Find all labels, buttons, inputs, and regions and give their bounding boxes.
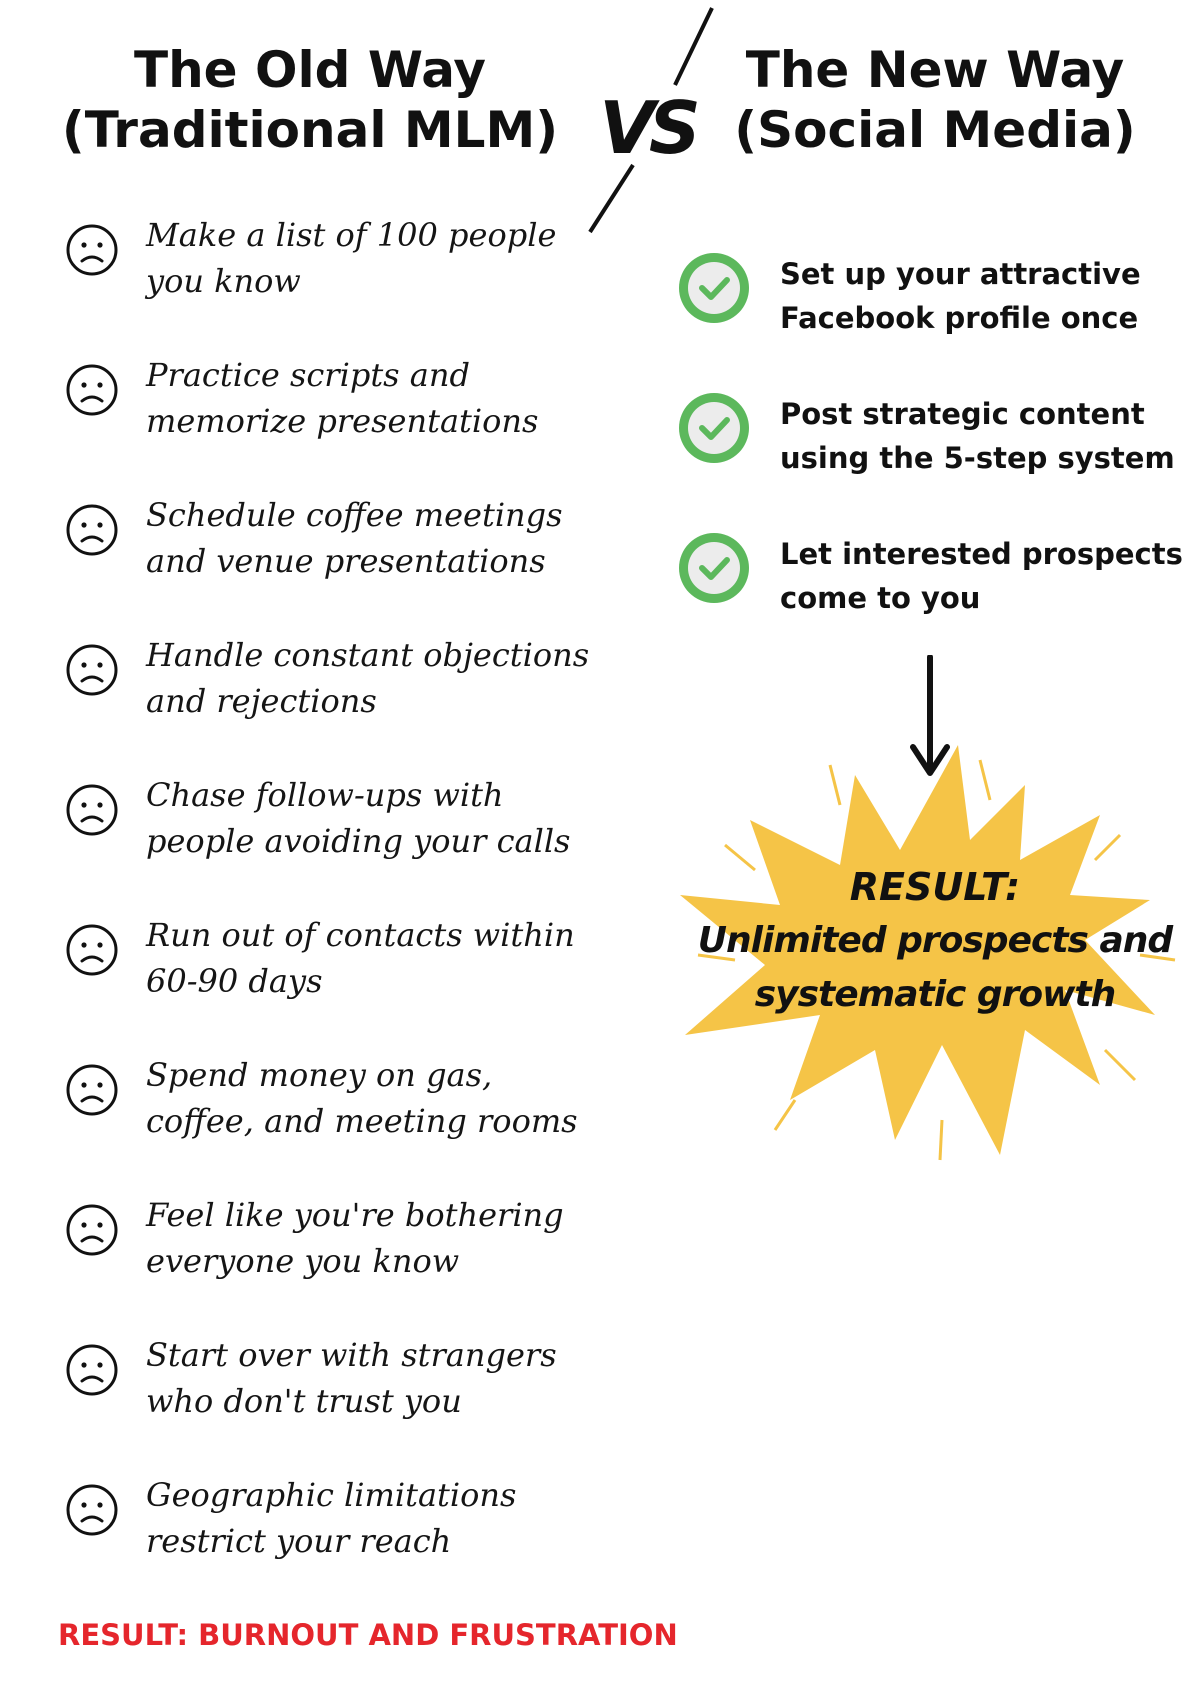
new-way-title: The New Way	[745, 41, 1125, 99]
divider-line-top	[673, 7, 714, 86]
old-way-item-text: Spend money on gas, coffee, and meeting r…	[146, 1052, 626, 1144]
sad-face-icon	[66, 504, 118, 556]
old-way-item-line: everyone you know	[146, 1242, 460, 1280]
old-way-item-text: Start over with strangers who don't trust…	[146, 1332, 626, 1424]
old-way-item: Make a list of 100 people you know	[60, 212, 620, 312]
old-way-item: Chase follow-ups with people avoiding you…	[60, 772, 620, 872]
result-line-2: systematic growth	[754, 974, 1117, 1015]
new-way-item-line: come to you	[780, 581, 981, 615]
new-way-item-text: Let interested prospects come to you	[780, 532, 1190, 620]
new-way-item: Let interested prospects come to you	[676, 530, 1196, 640]
old-way-item: Run out of contacts within 60-90 days	[60, 912, 620, 1012]
result-label: RESULT:	[849, 865, 1021, 909]
sad-face-icon	[66, 784, 118, 836]
new-way-item: Post strategic content using the 5-step s…	[676, 390, 1196, 500]
vs-label: VS	[599, 86, 697, 170]
old-way-heading: The Old Way (Traditional MLM)	[60, 40, 560, 160]
old-way-item-text: Feel like you're bothering everyone you k…	[146, 1192, 626, 1284]
new-way-subtitle: (Social Media)	[734, 101, 1136, 159]
old-way-item: Schedule coffee meetings and venue presen…	[60, 492, 620, 592]
old-way-item-line: Schedule coffee meetings	[146, 496, 563, 534]
sad-face-icon	[66, 1064, 118, 1116]
new-way-item-line: using the 5-step system	[780, 441, 1175, 475]
old-way-item-line: Make a list of 100 people	[146, 216, 557, 254]
old-way-item-text: Run out of contacts within 60-90 days	[146, 912, 626, 1004]
old-way-subtitle: (Traditional MLM)	[61, 101, 559, 159]
old-way-item-line: who don't trust you	[146, 1382, 462, 1420]
old-way-item: Start over with strangers who don't trust…	[60, 1332, 620, 1432]
arrow-down-icon	[910, 655, 950, 776]
check-circle-icon	[679, 253, 749, 323]
old-way-item-text: Geographic limitations restrict your reac…	[146, 1472, 626, 1564]
check-circle-icon	[679, 393, 749, 463]
old-way-item-text: Make a list of 100 people you know	[146, 212, 626, 304]
new-way-item-line: Facebook profile once	[780, 301, 1139, 335]
result-line-1: Unlimited prospects and	[697, 920, 1173, 961]
old-way-item-line: Practice scripts and	[146, 356, 470, 394]
old-way-item-line: memorize presentations	[146, 402, 539, 440]
old-way-item: Practice scripts and memorize presentatio…	[60, 352, 620, 452]
old-way-item: Spend money on gas, coffee, and meeting r…	[60, 1052, 620, 1152]
old-way-item-line: coffee, and meeting rooms	[146, 1102, 578, 1140]
divider-line-bottom	[588, 163, 635, 234]
old-way-item-line: Chase follow-ups with	[146, 776, 504, 814]
old-way-item-line: Spend money on gas,	[146, 1056, 493, 1094]
old-way-title: The Old Way	[133, 41, 487, 99]
new-way-heading: The New Way (Social Media)	[690, 40, 1180, 160]
new-way-item-text: Post strategic content using the 5-step s…	[780, 392, 1190, 480]
burst-accent-lines	[697, 759, 1176, 1161]
old-way-item-line: you know	[146, 262, 301, 300]
old-way-item-line: 60-90 days	[146, 962, 323, 1000]
new-way-item-line: Set up your attractive	[780, 257, 1141, 291]
old-way-item: Feel like you're bothering everyone you k…	[60, 1192, 620, 1292]
old-way-item-line: and venue presentations	[146, 542, 546, 580]
old-way-item-text: Handle constant objections and rejections	[146, 632, 626, 724]
old-way-item: Geographic limitations restrict your reac…	[60, 1472, 620, 1572]
old-way-item-line: and rejections	[146, 682, 377, 720]
sad-face-icon	[66, 1344, 118, 1396]
old-way-item-text: Schedule coffee meetings and venue presen…	[146, 492, 626, 584]
sad-face-icon	[66, 1484, 118, 1536]
old-way-item-line: Handle constant objections	[146, 636, 590, 674]
old-way-result: RESULT: BURNOUT AND FRUSTRATION	[58, 1618, 678, 1652]
starburst-icon	[680, 745, 1176, 1161]
old-way-item-line: Geographic limitations	[146, 1476, 517, 1514]
old-way-item: Handle constant objections and rejections	[60, 632, 620, 732]
sad-face-icon	[66, 224, 118, 276]
sad-face-icon	[66, 644, 118, 696]
new-way-item-line: Let interested prospects	[780, 537, 1183, 571]
vs-divider: VS	[588, 7, 714, 234]
new-way-item-line: Post strategic content	[780, 397, 1145, 431]
old-way-item-line: restrict your reach	[146, 1522, 452, 1560]
old-way-item-line: people avoiding your calls	[146, 822, 571, 860]
old-way-item-text: Chase follow-ups with people avoiding you…	[146, 772, 626, 864]
new-way-result: RESULT: Unlimited prospects and systemat…	[680, 860, 1190, 1022]
old-way-item-text: Practice scripts and memorize presentatio…	[146, 352, 626, 444]
old-way-item-line: Run out of contacts within	[146, 916, 575, 954]
check-circle-icon	[679, 533, 749, 603]
old-way-item-line: Start over with strangers	[146, 1336, 557, 1374]
sad-face-icon	[66, 1204, 118, 1256]
sad-face-icon	[66, 924, 118, 976]
old-way-item-line: Feel like you're bothering	[146, 1196, 564, 1234]
sad-face-icon	[66, 364, 118, 416]
